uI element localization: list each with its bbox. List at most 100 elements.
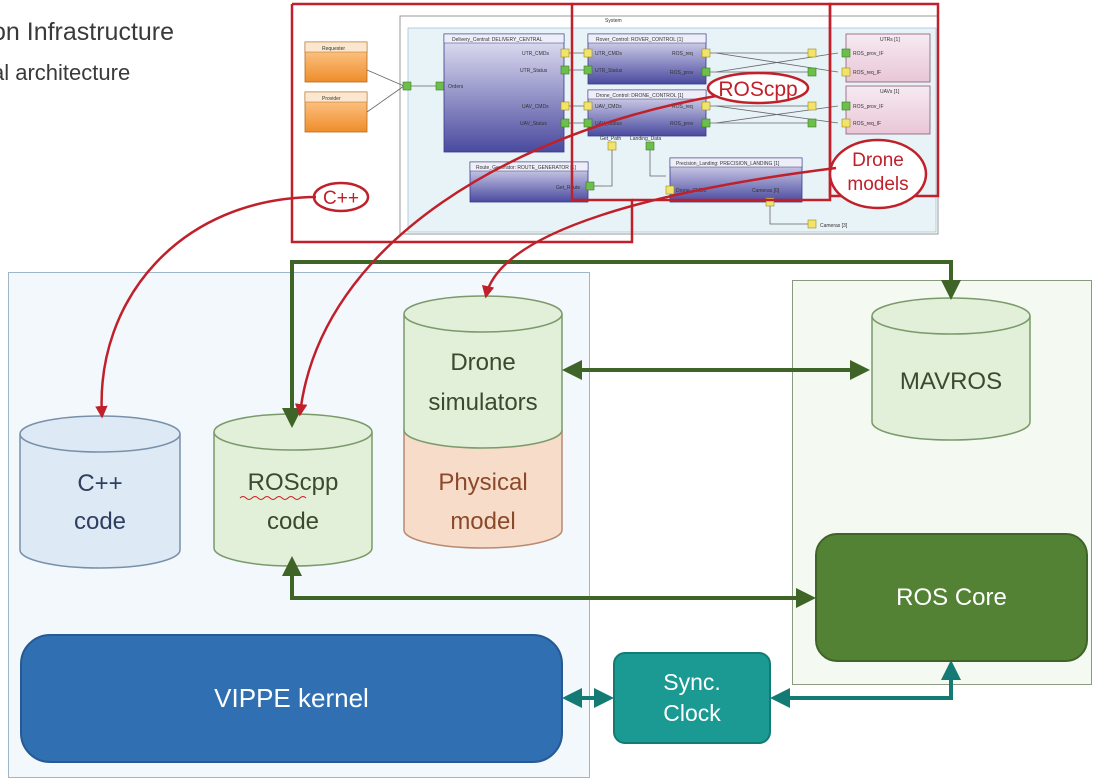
uavs-port-2: [841, 118, 851, 128]
utrs-port-2: [841, 67, 851, 77]
system-port-1: [807, 48, 817, 58]
landing-data-port: [645, 141, 655, 151]
system-port-2: [807, 67, 817, 77]
provider-header: [304, 91, 368, 103]
mavros-top: [871, 297, 1031, 335]
rover-utr-cmds-port: [583, 48, 593, 58]
precision-landing-header: [669, 157, 803, 168]
rover-utr-status-label: UTR_Status: [595, 68, 623, 74]
mavros-cylinder: MAVROS: [871, 297, 1031, 441]
get-path-port: [607, 141, 617, 151]
roscpp-mapping-arrow: [294, 94, 717, 417]
cpp-cylinder-body: [19, 434, 181, 569]
utrs-req-if: ROS_req_IF: [853, 70, 881, 76]
roscpp-cylinder-line2: code: [267, 508, 319, 535]
precision-landing-label: Precision_Landing: PRECISION_LANDING [1]: [676, 161, 780, 167]
uavs-prov-if: ROS_prov_IF: [853, 104, 884, 110]
ros-core-label: ROS Core: [896, 583, 1007, 611]
delivery-central-block: [443, 33, 565, 153]
drone-models-callout: [828, 138, 928, 210]
landing-data-label: Landing_Data: [630, 136, 661, 142]
utrs-block: [845, 33, 931, 83]
utrs-label: UTRs [1]: [880, 37, 900, 43]
sync-roscore-connector: [770, 660, 961, 708]
drone-uav-status-port: [583, 118, 593, 128]
roscpp-mavros-connector: [282, 260, 961, 428]
rover-utr-status-port: [583, 65, 593, 75]
rover-ros-prov-port: [701, 67, 711, 77]
drone-models-callout-line2: models: [847, 174, 908, 195]
system-port-3: [807, 101, 817, 111]
cpp-cylinder-line2: code: [74, 508, 126, 535]
utr-cmds-port: [560, 48, 570, 58]
drone-ros-req-port: [701, 101, 711, 111]
utrs-port-1: [841, 48, 851, 58]
orders-port-inner: [435, 81, 445, 91]
physical-model-body: [403, 429, 563, 549]
drone-sim-top: [403, 295, 563, 333]
route-generator-label: Route_Generator: ROUTE_GENERATOR [1]: [476, 165, 576, 171]
rover-control-header: [587, 33, 707, 44]
cameras-label: Cameras [3]: [820, 223, 848, 229]
ros-core-box: ROS Core: [815, 533, 1088, 662]
get-path-link: [604, 150, 613, 187]
cameras-system-port: [807, 219, 817, 229]
uavs-port-1: [841, 101, 851, 111]
delivery-central-header: [443, 33, 565, 44]
get-route-port: [585, 181, 595, 191]
rover-ros-prov-label: ROS_prov: [670, 70, 694, 76]
roscpp-cylinder-line1: ROScpp: [248, 469, 339, 496]
link-cross-drone-2: [715, 105, 839, 124]
drone-sim-body: [403, 314, 563, 449]
slide-subtitle: al architecture: [0, 60, 131, 85]
cpp-code-cylinder: C++ code: [19, 415, 181, 569]
requester-label: Requester: [322, 46, 345, 52]
drone-ros-prov-label: ROS_prov: [670, 121, 694, 127]
drone-sim-line1: Drone: [450, 349, 515, 376]
drone-uav-cmds-port: [583, 101, 593, 111]
rover-control-label: Rover_Control: ROVER_CONTROL [1]: [596, 37, 683, 43]
utrs-prov-if: ROS_prov_IF: [853, 51, 884, 57]
drone-control-header: [587, 89, 707, 100]
system-port-4: [807, 118, 817, 128]
rover-utr-cmds-label: UTR_CMDs: [595, 51, 622, 57]
uavs-label: UAVs [1]: [880, 89, 900, 95]
uav-cmds-port: [560, 101, 570, 111]
roscpp-callout: [706, 71, 810, 105]
roscpp-code-cylinder: ROScpp code: [213, 413, 373, 567]
rover-ros-req-port: [701, 48, 711, 58]
vippe-kernel-label: VIPPE kernel: [214, 683, 369, 713]
uavs-req-if: ROS_req_IF: [853, 121, 881, 127]
drone-ros-prov-port: [701, 118, 711, 128]
utr-status-port: [560, 65, 570, 75]
cameras-port-label: Cameras [0]: [752, 188, 780, 194]
sync-clock-box: Sync. Clock: [613, 652, 771, 744]
delivery-central-label: Delivery_Central: DELIVERY_CENTRAL: [452, 37, 543, 43]
drone-models-callout-line1: Drone: [852, 150, 904, 171]
cameras-link: [769, 206, 808, 225]
drone-models-mapping-arrow: [481, 166, 837, 299]
drone-cmds-port: [665, 185, 675, 195]
spellcheck-underline: [239, 496, 307, 500]
rover-ros-req-label: ROS_req: [672, 51, 693, 57]
get-path-label: Get_Path: [600, 136, 621, 142]
landing-data-link: [649, 150, 666, 177]
uav-status-label: UAV_Status: [520, 121, 547, 127]
vippe-kernel-box: VIPPE kernel: [20, 634, 563, 763]
drone-uav-cmds-label: UAV_CMDs: [595, 104, 622, 110]
provider-link: [366, 85, 405, 113]
physical-model-line2: model: [450, 508, 515, 535]
requester-header: [304, 41, 368, 53]
system-title: System: [605, 18, 622, 24]
drone-sim-line2: simulators: [428, 389, 537, 416]
architecture-screenshot: System Requester Provider Delivery_Centr…: [290, 2, 940, 244]
drone-ros-req-label: ROS_req: [672, 104, 693, 110]
drone-simulators-cylinder: Drone simulators Physical model: [403, 295, 563, 549]
cpp-callout-text: C++: [323, 188, 359, 209]
link-cross-rover-2: [715, 52, 839, 73]
drone-control-label: Drone_Control: DRONE_CONTROL [1]: [596, 93, 684, 99]
uav-status-port: [560, 118, 570, 128]
cpp-cylinder-top: [19, 415, 181, 453]
roscpp-roscore-connector: [282, 556, 816, 608]
